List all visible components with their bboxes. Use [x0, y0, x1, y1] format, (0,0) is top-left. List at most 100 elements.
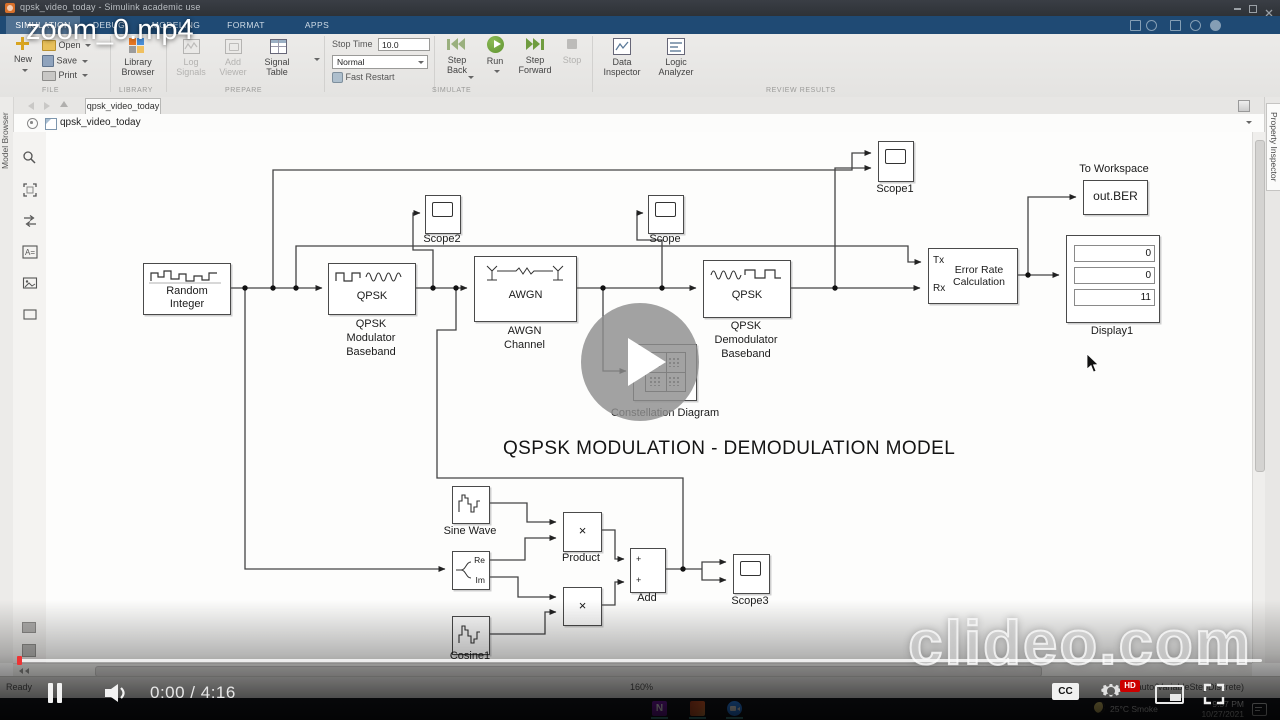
model-browser-tab[interactable]: Model Browser — [0, 112, 10, 170]
block-caption: Display1 — [1090, 325, 1134, 337]
scroll-left-icon[interactable] — [25, 668, 29, 674]
block-label: QPSK — [356, 290, 388, 302]
block-add[interactable]: + + — [630, 548, 666, 593]
block-product[interactable]: × — [563, 512, 602, 552]
status-solver: auto(VariableStepDiscrete) — [1136, 682, 1244, 692]
palette-extra2-icon[interactable] — [22, 644, 36, 657]
quick-save-icon[interactable] — [1130, 20, 1141, 31]
layout-grid-icon[interactable] — [1238, 100, 1250, 112]
block-random-integer[interactable]: Random Integer — [143, 263, 231, 315]
maximize-icon[interactable] — [1249, 5, 1257, 13]
save-button[interactable]: Save — [42, 55, 88, 67]
scroll-left-icon[interactable] — [19, 668, 23, 674]
stop-icon — [567, 39, 577, 49]
tab-simulation[interactable]: SIMULATION — [6, 16, 80, 34]
split-curve-icon — [456, 561, 472, 579]
annotation-tool-icon[interactable]: A= — [22, 244, 38, 260]
window-titlebar: qpsk_video_today - Simulink academic use — [0, 0, 1280, 17]
shape-tool-icon[interactable] — [22, 306, 38, 322]
open-button[interactable]: Open — [42, 40, 92, 52]
breadcrumb-caret-icon[interactable] — [1246, 121, 1252, 124]
block-scope1[interactable] — [878, 141, 914, 182]
watermark: clideo.com — [907, 608, 1252, 679]
block-qpsk-modulator[interactable]: QPSK — [328, 263, 416, 315]
block-to-workspace[interactable]: out.BER — [1083, 180, 1148, 215]
property-inspector-tab[interactable]: Property Inspector — [1266, 103, 1280, 191]
taskbar-weather[interactable]: 25°C Smoke — [1110, 704, 1158, 714]
miniplayer-button[interactable] — [1155, 685, 1184, 704]
tab-format[interactable]: FORMAT — [227, 20, 265, 30]
group-divider — [434, 36, 435, 92]
fit-to-view-icon[interactable] — [22, 182, 38, 198]
tab-modeling[interactable]: MODELING — [151, 20, 201, 30]
scope-screen-icon — [740, 561, 761, 576]
notification-icon[interactable] — [1252, 703, 1267, 716]
svg-text:A=: A= — [25, 248, 35, 257]
tab-apps[interactable]: APPS — [304, 20, 330, 30]
tab-debug[interactable]: DEBUG — [92, 20, 126, 30]
block-display1[interactable]: 0 0 11 — [1066, 235, 1160, 323]
screenshot-icon[interactable] — [1170, 20, 1181, 31]
minimize-icon[interactable] — [1234, 8, 1241, 10]
fast-restart-toggle[interactable]: Fast Restart — [332, 72, 395, 84]
breadcrumb-home-icon[interactable] — [27, 118, 38, 129]
block-sine-wave[interactable] — [452, 486, 490, 524]
block-complex-to-real-imag[interactable]: Re Im — [452, 551, 490, 590]
add-viewer-icon — [225, 39, 242, 54]
stop-time-input[interactable] — [378, 38, 430, 51]
pause-button[interactable] — [48, 683, 66, 703]
print-caret-icon — [81, 74, 88, 78]
simulink-app-icon — [5, 3, 15, 13]
onenote-taskbar-icon[interactable]: N — [652, 701, 667, 716]
block-awgn-channel[interactable]: AWGN — [474, 256, 577, 322]
port-rx: Rx — [933, 283, 946, 294]
breadcrumb[interactable]: qpsk_video_today — [60, 117, 141, 128]
progress-playhead[interactable] — [17, 656, 22, 665]
vscroll-thumb[interactable] — [1255, 140, 1265, 472]
block-product2[interactable]: × — [563, 587, 602, 626]
mode-select[interactable]: Normal — [332, 55, 428, 69]
zoom-app-taskbar-icon[interactable] — [727, 701, 742, 716]
open-caret-icon — [85, 44, 92, 48]
zoom-tool-icon[interactable] — [22, 150, 38, 166]
pause-icon — [57, 683, 62, 703]
document-tab[interactable]: qpsk_video_today — [85, 98, 161, 115]
prepare-more-caret-icon[interactable] — [314, 58, 320, 61]
block-label: Random Integer — [166, 285, 208, 310]
hd-badge: HD — [1120, 680, 1140, 692]
matlab-taskbar-icon[interactable] — [690, 701, 705, 716]
ribbon-tabbar: SIMULATION DEBUG MODELING FORMAT APPS — [0, 16, 1280, 34]
print-button[interactable]: Print — [42, 70, 88, 81]
help-icon[interactable] — [1190, 20, 1201, 31]
block-scope2[interactable] — [425, 195, 461, 234]
signal-routing-icon[interactable] — [22, 213, 38, 229]
volume-button[interactable] — [102, 681, 132, 705]
nav-up-icon[interactable] — [60, 101, 68, 107]
profile-icon[interactable] — [1210, 20, 1221, 31]
vertical-scrollbar[interactable] — [1252, 132, 1265, 663]
window-title: qpsk_video_today - Simulink academic use — [20, 2, 201, 12]
fullscreen-button[interactable] — [1203, 683, 1225, 705]
block-scope[interactable] — [648, 195, 684, 234]
image-tool-icon[interactable] — [22, 275, 38, 291]
block-error-rate-calculation[interactable]: Tx Rx Error Rate Calculation — [928, 248, 1018, 304]
palette-extra-icon[interactable] — [22, 622, 36, 633]
block-scope3[interactable] — [733, 554, 770, 594]
close-icon[interactable] — [1265, 4, 1273, 17]
right-panel-strip: Property Inspector — [1264, 97, 1280, 663]
undo-icon[interactable] — [1146, 20, 1157, 31]
step-back-icon — [447, 38, 465, 51]
time-display: 0:00 / 4:16 — [150, 683, 236, 702]
block-qpsk-demodulator[interactable]: QPSK — [703, 260, 791, 318]
block-label: QPSK — [731, 289, 763, 301]
progress-bar[interactable] — [18, 659, 1262, 662]
captions-button[interactable]: CC — [1052, 683, 1079, 700]
display-value: 11 — [1074, 289, 1155, 306]
play-overlay-button[interactable] — [581, 303, 699, 421]
nav-forward-icon[interactable] — [44, 102, 50, 110]
new-caret-icon — [22, 69, 28, 72]
taskbar-date[interactable]: 10/27/2021 — [1201, 709, 1244, 719]
stair-to-sine-icon — [335, 272, 402, 282]
log-signals-icon — [183, 39, 200, 54]
nav-back-icon[interactable] — [28, 102, 34, 110]
